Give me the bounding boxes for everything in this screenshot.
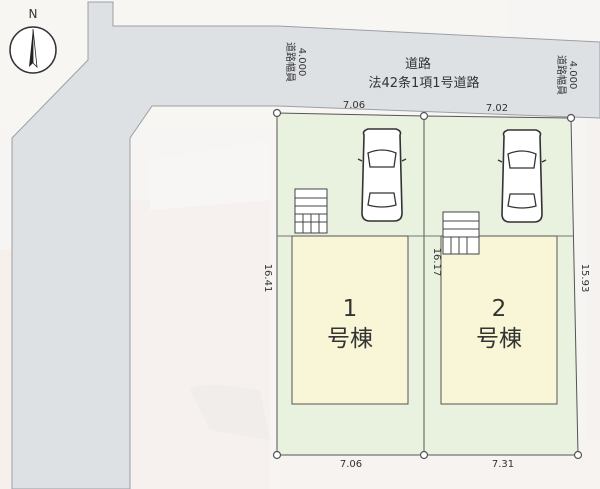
road-width-left: 道路幅員 4.000: [284, 42, 307, 82]
dim-shared-depth: 16.17: [431, 248, 442, 277]
svg-text:16.41: 16.41: [262, 264, 273, 293]
svg-text:16.17: 16.17: [431, 248, 442, 277]
dim-lot1-left: 16.41: [262, 264, 273, 293]
dim-lot1-back: 7.06: [340, 459, 362, 470]
car-1-icon: [357, 128, 407, 222]
lot-2-building-label: 号棟: [476, 326, 522, 352]
north-label: N: [29, 7, 38, 21]
road-name: 道路: [405, 56, 431, 72]
dim-lot2-front: 7.02: [486, 103, 508, 114]
lot-1-number: 1: [343, 296, 358, 322]
building-1: [291, 235, 409, 405]
stairs-1: [294, 188, 328, 234]
road-width-label-right: 道路幅員: [555, 55, 568, 95]
stairs-2: [442, 211, 480, 255]
dim-lot1-front: 7.06: [343, 100, 365, 111]
north-compass-icon: N: [9, 7, 57, 74]
road-width-value-left: 4.000: [296, 48, 307, 77]
car-2-icon: [497, 129, 547, 223]
lot-1-building-label: 号棟: [327, 326, 373, 352]
road-width-value-right: 4.000: [567, 61, 578, 90]
lot-2-number: 2: [492, 296, 507, 322]
road-area: [11, 1, 600, 489]
road-width-label-left: 道路幅員: [284, 42, 297, 82]
building-2: [440, 235, 558, 405]
dim-lot2-back: 7.31: [492, 459, 514, 470]
road-type: 法42条1項1号道路: [368, 75, 479, 91]
boundary-markers: [272, 108, 583, 460]
road-width-right: 道路幅員 4.000: [555, 55, 578, 95]
dim-lot2-right: 15.93: [579, 264, 590, 293]
svg-text:15.93: 15.93: [579, 264, 590, 293]
